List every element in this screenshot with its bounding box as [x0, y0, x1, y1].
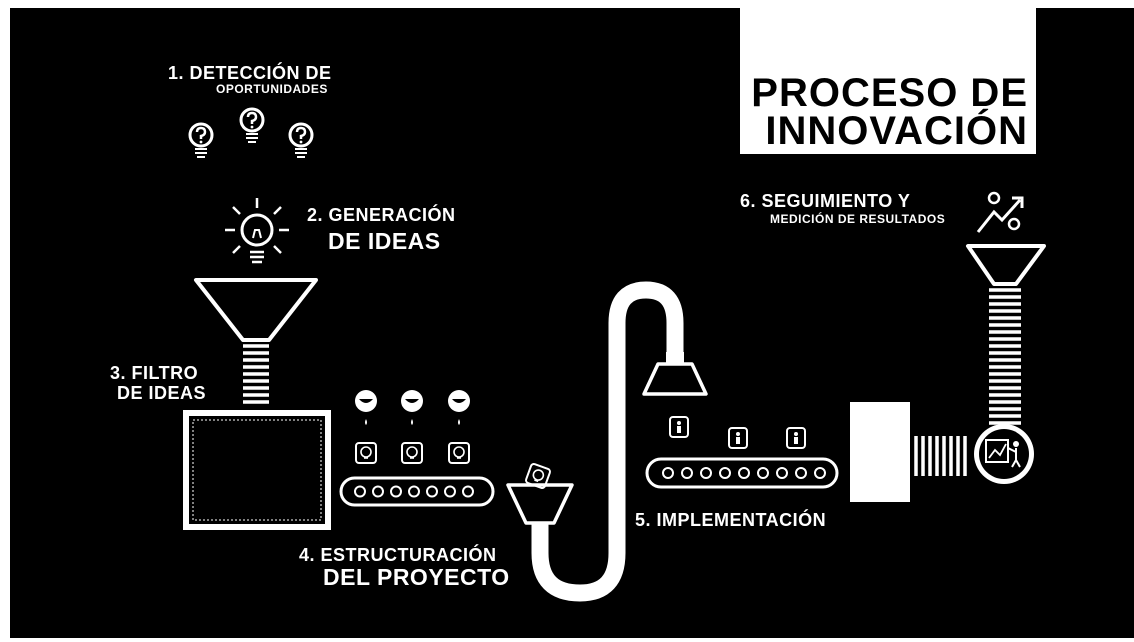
idea-box-icon [401, 442, 423, 464]
person-box-icon [669, 416, 689, 438]
dripper-icon [401, 390, 423, 425]
title-line-1: PROCESO DE [751, 71, 1028, 115]
step-3-subtitle: DE IDEAS [117, 383, 207, 403]
step-4-title: 4. ESTRUCTURACIÓN [299, 545, 497, 565]
page-title: PROCESO DE INNOVACIÓN [740, 71, 1028, 153]
dripper-icon [448, 390, 470, 425]
step-2-subtitle: DE IDEAS [328, 228, 441, 254]
conveyor-belt [645, 457, 839, 489]
funnel-coil [243, 344, 269, 404]
step-4-subtitle: DEL PROYECTO [323, 564, 510, 590]
hood-funnel [642, 352, 708, 396]
step-6-title: 6. SEGUIMIENTO Y [740, 191, 911, 211]
idea-box-icon [355, 442, 377, 464]
question-bulb-icon [288, 122, 314, 159]
step-1-title: 1. DETECCIÓN DE [168, 63, 332, 83]
person-box-icon [728, 427, 748, 449]
growth-percent-icon [976, 191, 1024, 233]
step-2-title: 2. GENERACIÓN [307, 205, 456, 225]
step-1-subtitle: OPORTUNIDADES [216, 82, 328, 96]
funnel-icon [506, 462, 574, 525]
pipe [531, 281, 684, 602]
dripper-icon [355, 390, 377, 425]
step-3-title: 3. FILTRO [110, 363, 199, 383]
top-funnel [966, 244, 1046, 286]
vertical-coil [989, 288, 1021, 425]
question-bulb-icon [188, 122, 214, 159]
title-box: PROCESO DE INNOVACIÓN [740, 8, 1036, 154]
filter-funnel [183, 278, 331, 530]
step-6-subtitle: MEDICIÓN DE RESULTADOS [770, 212, 946, 226]
infographic-canvas: PROCESO DE INNOVACIÓN 1. DETECCIÓN DE OP… [10, 8, 1134, 638]
title-line-2: INNOVACIÓN [765, 109, 1028, 153]
lightbulb-icon [225, 198, 289, 264]
idea-box-icon [448, 442, 470, 464]
person-box-icon [786, 427, 806, 449]
horizontal-coil [914, 436, 967, 476]
conveyor-belt [339, 476, 495, 507]
question-bulb-icon [239, 107, 265, 144]
machine-block [850, 402, 910, 502]
process-illustration [183, 107, 1046, 602]
step-5-title: 5. IMPLEMENTACIÓN [635, 510, 827, 530]
presentation-icon [974, 424, 1034, 484]
